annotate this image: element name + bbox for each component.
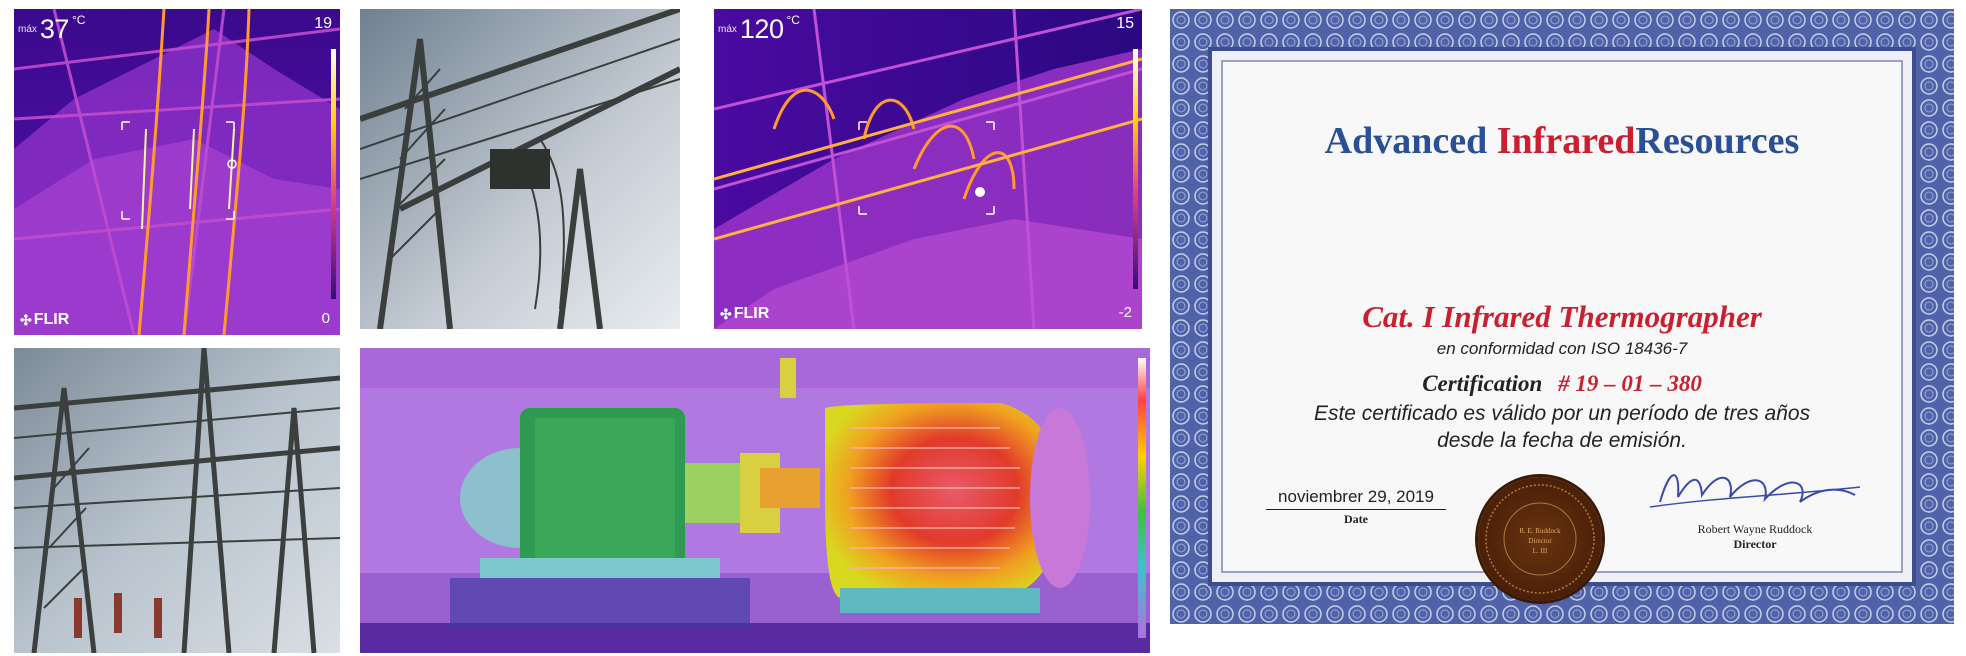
color-scale-bar (331, 49, 336, 299)
substation-photo-scene (14, 348, 340, 653)
signature-block: Robert Wayne Ruddock Director (1640, 457, 1870, 552)
date-block: noviembrer 29, 2019 Date (1266, 487, 1446, 527)
svg-text:L. III: L. III (1533, 547, 1548, 555)
flir-logo-icon: ✣ (20, 311, 32, 328)
validity-line-1: Este certificado es válido por un períod… (1313, 402, 1811, 425)
temperature-unit: °C (786, 13, 800, 27)
scale-high-value: 19 (314, 15, 332, 32)
seal: R. E. Ruddock Director L. III (1478, 477, 1602, 601)
thermal-scene (14, 9, 340, 335)
seal-emblem: R. E. Ruddock Director L. III (1485, 484, 1595, 594)
validity-line-2: desde la fecha de emisión. (1437, 429, 1687, 452)
flir-logo-icon: ✣ (720, 305, 732, 322)
thermal-image-electric-motor (360, 348, 1150, 653)
max-value: 120 (739, 14, 784, 44)
max-label: máx (18, 24, 37, 35)
svg-text:R. E. Ruddock: R. E. Ruddock (1519, 527, 1561, 535)
certificate: Advanced InfraredResources Cat. I Infrar… (1170, 9, 1954, 624)
flir-brand-text: FLIR (33, 311, 70, 328)
certificate-border (1170, 9, 1954, 624)
flir-logo: ✣FLIR (20, 311, 69, 329)
signer-title: Director (1733, 537, 1777, 551)
photo-substation-tower-1 (360, 9, 680, 329)
issue-date: noviembrer 29, 2019 (1266, 487, 1446, 510)
certification-label: Certification (1422, 371, 1543, 396)
certification-number-line: Certification # 19 – 01 – 380 (1170, 371, 1954, 397)
max-label: máx (718, 24, 737, 35)
color-scale-bar (1133, 49, 1138, 289)
flir-brand-text: FLIR (733, 305, 770, 322)
org-word-resources: Resources (1635, 120, 1800, 162)
flir-logo: ✣FLIR (720, 305, 769, 323)
signature-mark (1649, 474, 1861, 508)
organization-name: Advanced InfraredResources (1170, 119, 1954, 163)
svg-text:Director: Director (1528, 537, 1552, 545)
org-word-advanced: Advanced (1324, 120, 1488, 162)
certification-title: Cat. I Infrared Thermographer (1362, 299, 1762, 334)
thermal-scene (714, 9, 1142, 329)
certification-number: # 19 – 01 – 380 (1558, 371, 1702, 396)
substation-photo-scene (360, 9, 680, 329)
signer-name: Robert Wayne Ruddock (1697, 522, 1813, 536)
motor-thermal-scene (360, 348, 1150, 653)
photo-substation-tower-2 (14, 348, 340, 653)
temperature-unit: °C (71, 13, 86, 27)
scale-low-value: -2 (1118, 304, 1132, 321)
standard-text: en conformidad con ISO 18436-7 (1436, 339, 1688, 358)
date-label: Date (1344, 512, 1368, 526)
org-word-infrared: Infrared (1496, 120, 1636, 162)
scale-low-value: 0 (321, 310, 330, 327)
max-value: 37 (39, 14, 70, 44)
scale-high-value: 15 (1116, 15, 1134, 32)
